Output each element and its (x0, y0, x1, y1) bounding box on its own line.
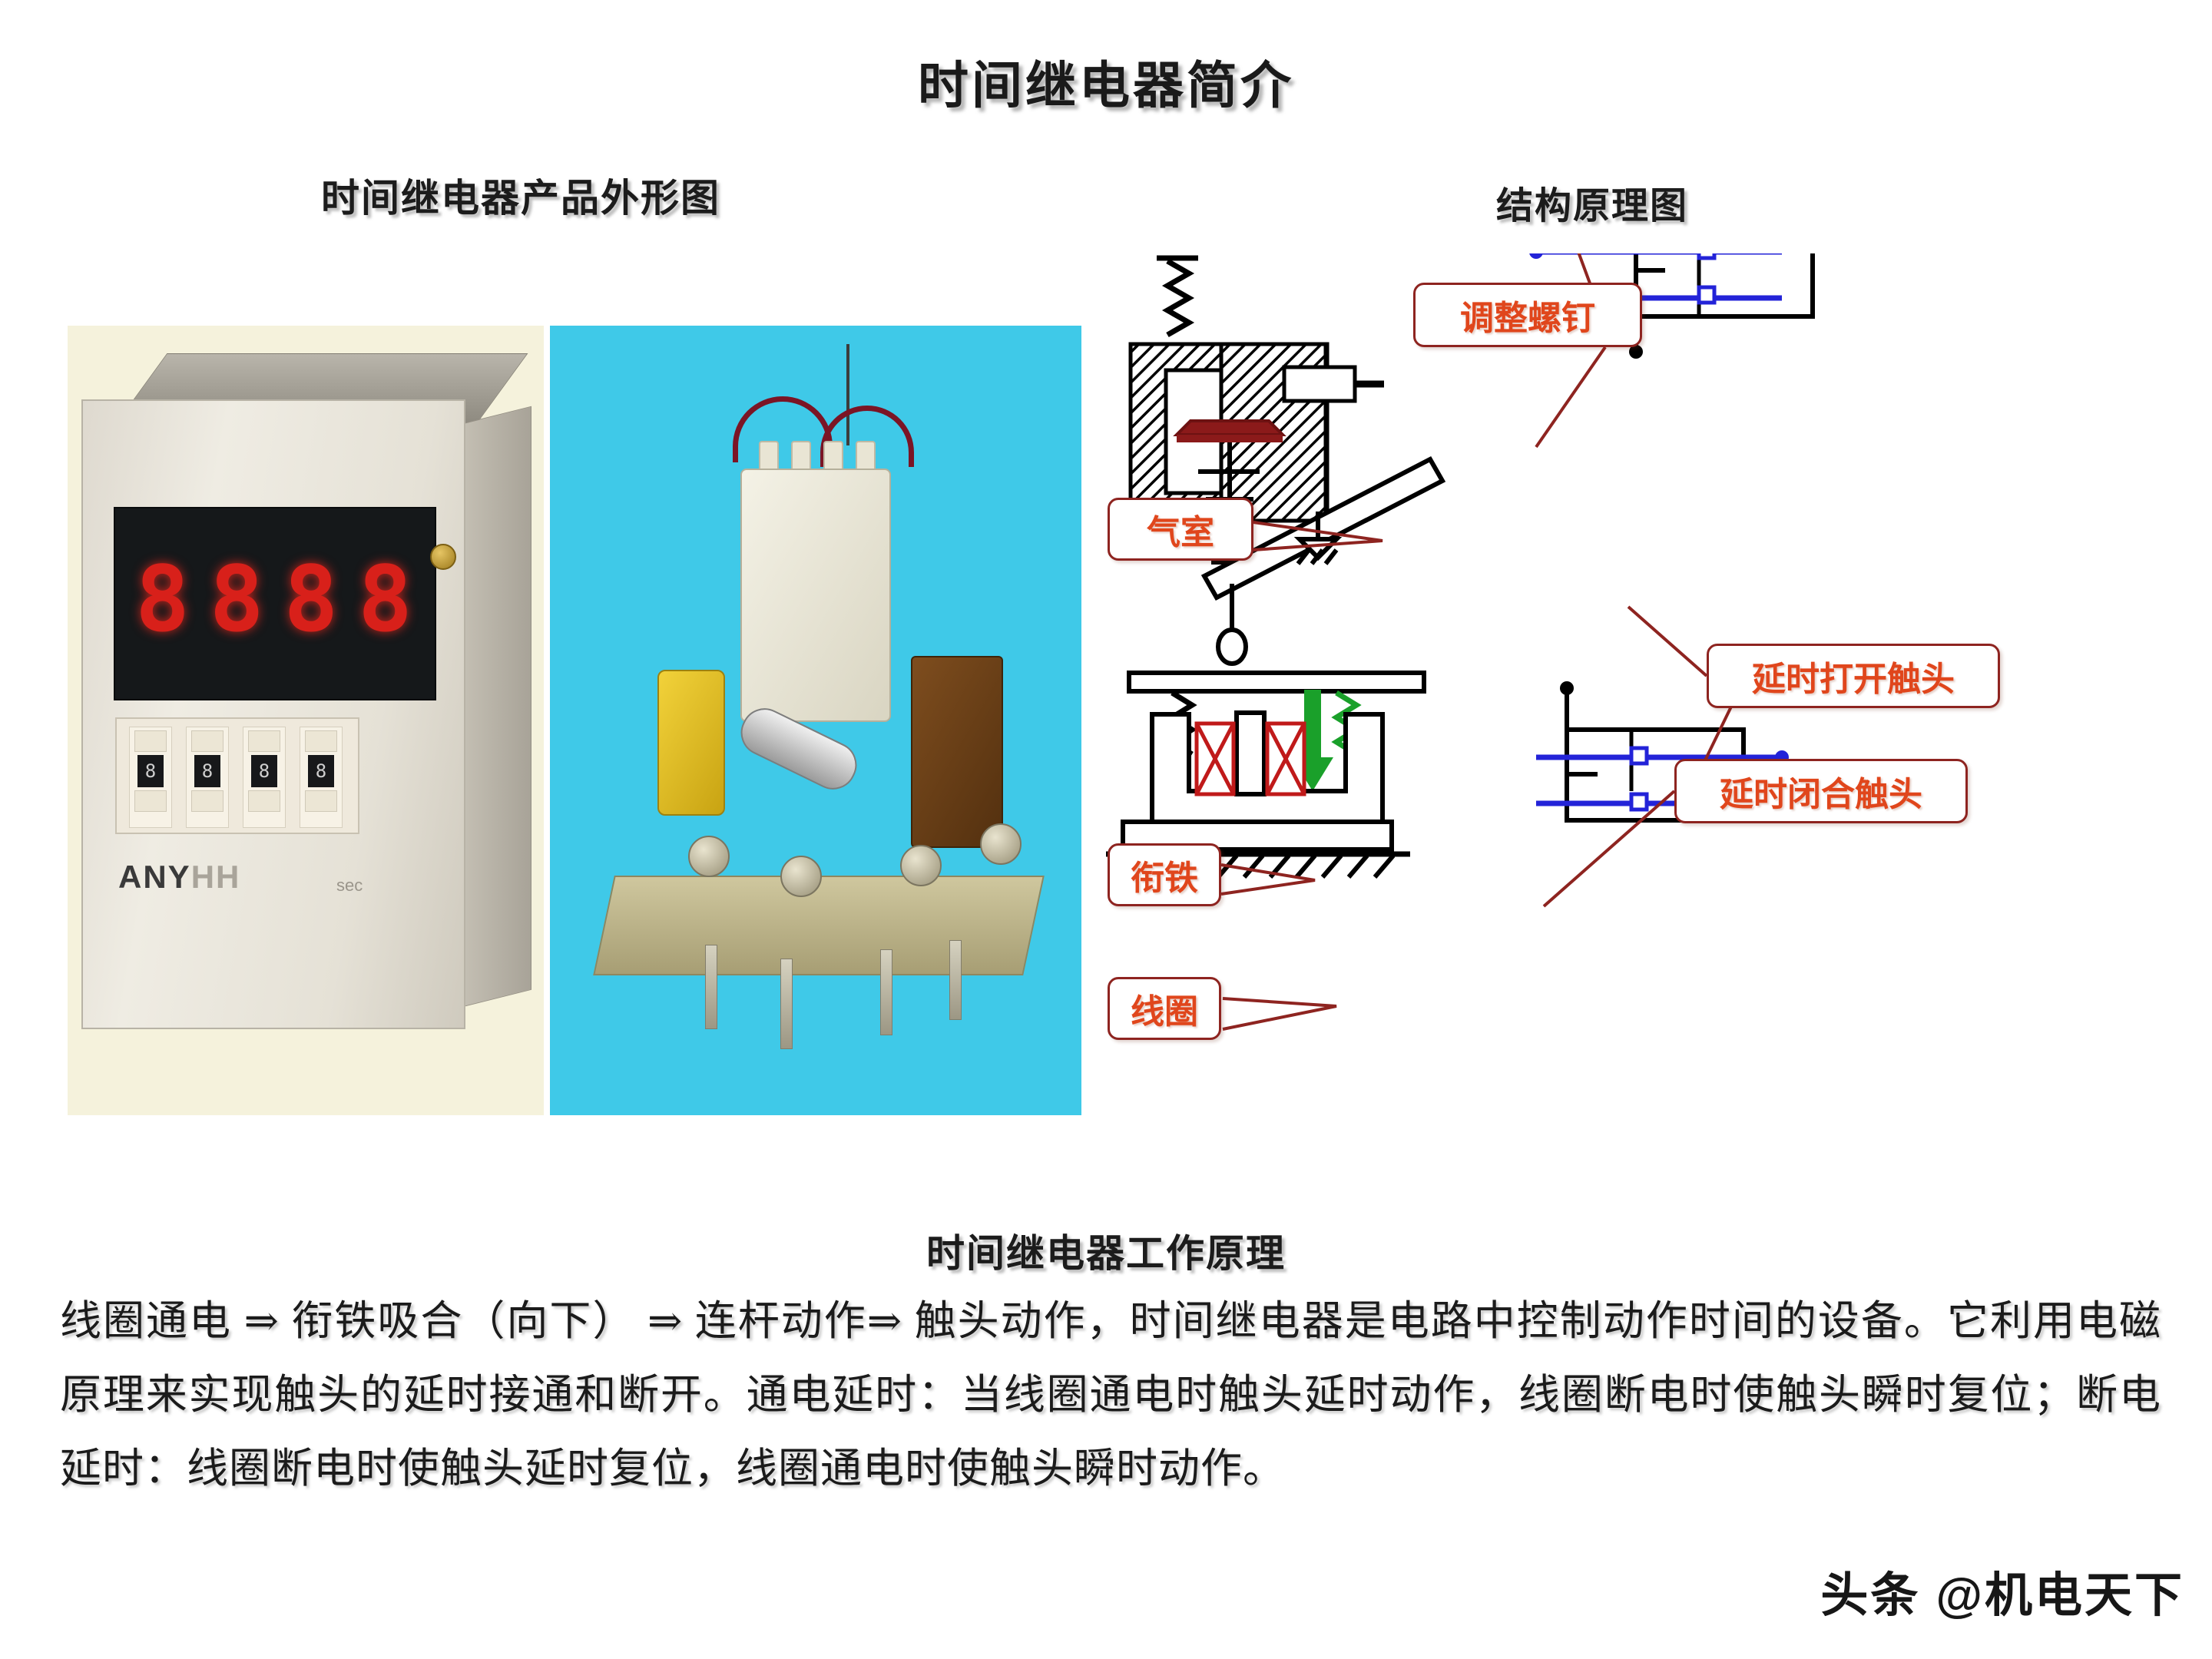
relay-internals-photo (550, 326, 1081, 1115)
callout-delay-close-contact: 延时闭合触头 (1674, 759, 1968, 823)
thumbwheel-down-button (191, 790, 224, 812)
top-spring-icon (1157, 255, 1198, 338)
thumbwheel-switch: 8 (186, 727, 229, 828)
relay-display-screen: 8 8 8 8 (114, 507, 436, 700)
internals-screw-icon (980, 823, 1022, 865)
thumbwheel-down-button (248, 790, 280, 812)
page-title: 时间继电器简介 (918, 58, 1294, 114)
thumbwheel-down-button (305, 790, 337, 812)
callout-armature: 衔铁 (1108, 843, 1221, 906)
internals-screw-icon (688, 836, 730, 877)
thumbwheel-up-button (305, 730, 337, 752)
internals-pin (880, 949, 892, 1035)
display-digit: 8 (135, 546, 190, 652)
callout-air-chamber: 气室 (1108, 498, 1253, 561)
relay-brand-label: ANYHH (118, 859, 240, 896)
internals-pin (780, 959, 793, 1049)
left-section-caption: 时间继电器产品外形图 (321, 177, 720, 220)
internals-screw-icon (900, 845, 942, 886)
internals-red-wire (820, 406, 914, 467)
relay-unit-label: sec (336, 876, 363, 895)
internals-base-plate (593, 876, 1045, 975)
housing-screw-icon (430, 544, 456, 570)
thumbwheel-value: 8 (194, 755, 220, 787)
thumbwheel-down-button (134, 790, 167, 812)
structure-schematic (1106, 253, 2181, 1167)
brand-suffix: HH (190, 859, 241, 895)
thumbwheel-value: 8 (308, 755, 334, 787)
internals-yellow-capacitor (657, 670, 725, 816)
internals-pin (949, 940, 962, 1020)
thumbwheel-switch: 8 (243, 727, 286, 828)
display-digit: 8 (357, 546, 413, 652)
seven-segment-display: 8 8 8 8 (135, 542, 412, 657)
thumbwheel-up-button (248, 730, 280, 752)
principle-caption: 时间继电器工作原理 (926, 1232, 1286, 1275)
thumbwheel-switch-panel: 8 8 8 8 (115, 717, 359, 834)
coil-winding-left (1194, 721, 1236, 796)
thumbwheel-switch: 8 (129, 727, 172, 828)
internals-probe-wire (846, 344, 849, 445)
right-section-caption: 结构原理图 (1496, 186, 1689, 227)
internals-coil-block (740, 469, 891, 722)
coil-winding-right (1265, 721, 1306, 796)
thumbwheel-row: 8 8 8 8 (129, 727, 343, 828)
thumbwheel-value: 8 (137, 755, 164, 787)
brand-main: ANY (118, 859, 191, 895)
armature-plate (1127, 671, 1426, 694)
thumbwheel-value: 8 (251, 755, 277, 787)
thumbwheel-up-button (134, 730, 167, 752)
thumbwheel-switch: 8 (300, 727, 343, 828)
internals-brown-capacitor (911, 656, 1003, 848)
relay-product-photo: 8 8 8 8 8 8 (68, 326, 544, 1115)
thumbwheel-up-button (191, 730, 224, 752)
callout-adjust-screw: 调整螺钉 (1413, 283, 1642, 347)
internals-screw-icon (780, 856, 822, 897)
callout-coil: 线圈 (1108, 977, 1221, 1040)
armature-rod (1216, 584, 1248, 666)
principle-body-text: 线圈通电 ⇒ 衔铁吸合（向下） ⇒ 连杆动作⇒ 触头动作，时间继电器是电路中控制… (60, 1298, 2161, 1492)
watermark-label: 头条 @机电天下 (1820, 1569, 2184, 1622)
callout-delay-open-contact: 延时打开触头 (1707, 644, 2000, 708)
relay-housing: 8 8 8 8 8 8 (81, 399, 465, 1029)
display-digit: 8 (209, 546, 264, 652)
display-digit: 8 (283, 546, 339, 652)
internals-pin (705, 945, 717, 1029)
adjusting-screw-icon (1282, 365, 1384, 403)
